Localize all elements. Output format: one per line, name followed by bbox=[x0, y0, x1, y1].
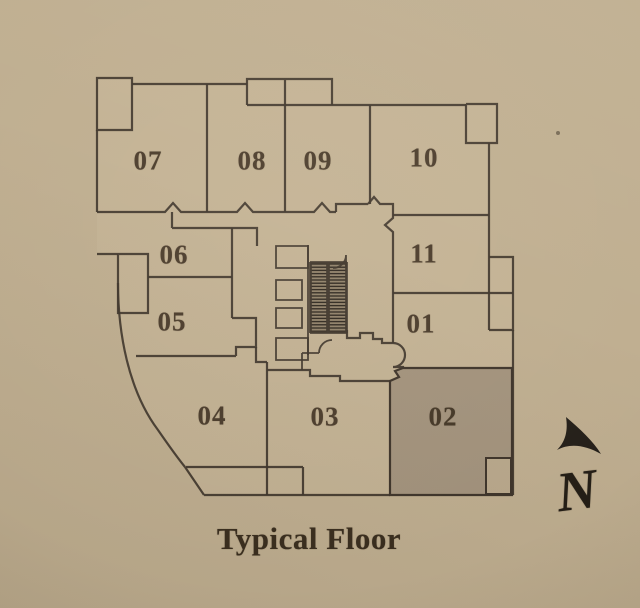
unit-label-10: 10 bbox=[409, 142, 439, 173]
north-label: N bbox=[553, 457, 601, 525]
unit-label-09: 09 bbox=[303, 145, 333, 176]
door-arc-bottom bbox=[301, 339, 333, 370]
unit-label-07: 07 bbox=[133, 145, 163, 176]
unit-label-02: 02 bbox=[428, 401, 458, 432]
unit-label-05: 05 bbox=[157, 306, 187, 337]
unit-label-01: 01 bbox=[406, 308, 436, 339]
unit-02-balcony-notch bbox=[485, 457, 512, 495]
floor-plan-caption: Typical Floor bbox=[216, 521, 402, 556]
unit-label-04: 04 bbox=[197, 400, 227, 431]
elevator-core bbox=[275, 245, 348, 370]
unit-label-11: 11 bbox=[410, 238, 438, 269]
unit-label-06: 06 bbox=[159, 239, 189, 270]
outer-walls bbox=[95, 76, 515, 497]
unit-label-08: 08 bbox=[237, 145, 267, 176]
unit-label-03: 03 bbox=[310, 401, 340, 432]
photo-speck bbox=[556, 131, 560, 135]
stair-shaft-right bbox=[328, 262, 347, 333]
north-arrow-icon bbox=[557, 417, 601, 454]
room-dividers bbox=[136, 84, 513, 495]
door-arc-top bbox=[332, 254, 347, 269]
stair-shaft-left bbox=[310, 262, 328, 333]
